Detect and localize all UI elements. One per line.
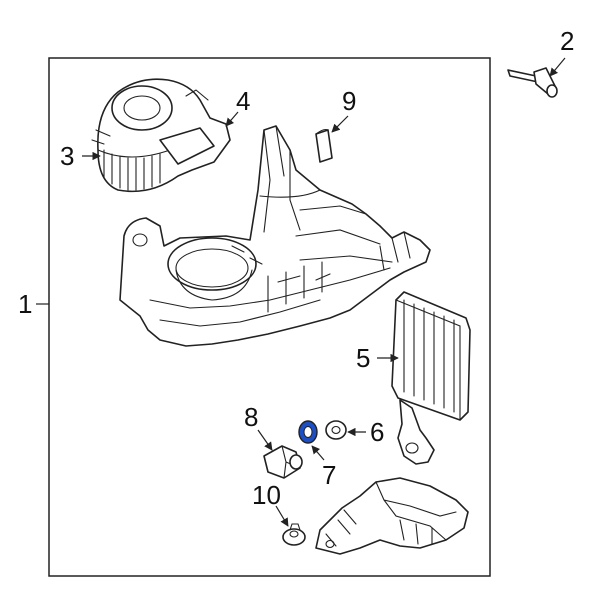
evaporator-core[interactable]	[391, 291, 471, 465]
callout-6: 6	[370, 417, 384, 447]
callout-5: 5	[356, 343, 370, 373]
lower-case-cover[interactable]	[315, 477, 469, 555]
callout-1: 1	[18, 289, 32, 319]
callout-9: 9	[342, 86, 356, 116]
hvac-case[interactable]	[119, 125, 431, 347]
callout-10: 10	[252, 480, 281, 510]
assembly-frame	[48, 57, 491, 577]
rivet-part-2[interactable]	[507, 67, 558, 98]
push-clip-part-10[interactable]	[282, 523, 306, 546]
blower-motor[interactable]	[91, 78, 231, 193]
callout-2: 2	[560, 26, 574, 56]
callout-8: 8	[244, 402, 258, 432]
callout-3: 3	[60, 141, 74, 171]
washer-part-6[interactable]	[325, 420, 347, 440]
grommet-part-9[interactable]	[315, 128, 333, 163]
callout-4: 4	[236, 86, 250, 116]
o-ring-part-7[interactable]	[298, 420, 318, 444]
sensor-part-8[interactable]	[263, 445, 303, 479]
callout-7: 7	[322, 460, 336, 490]
